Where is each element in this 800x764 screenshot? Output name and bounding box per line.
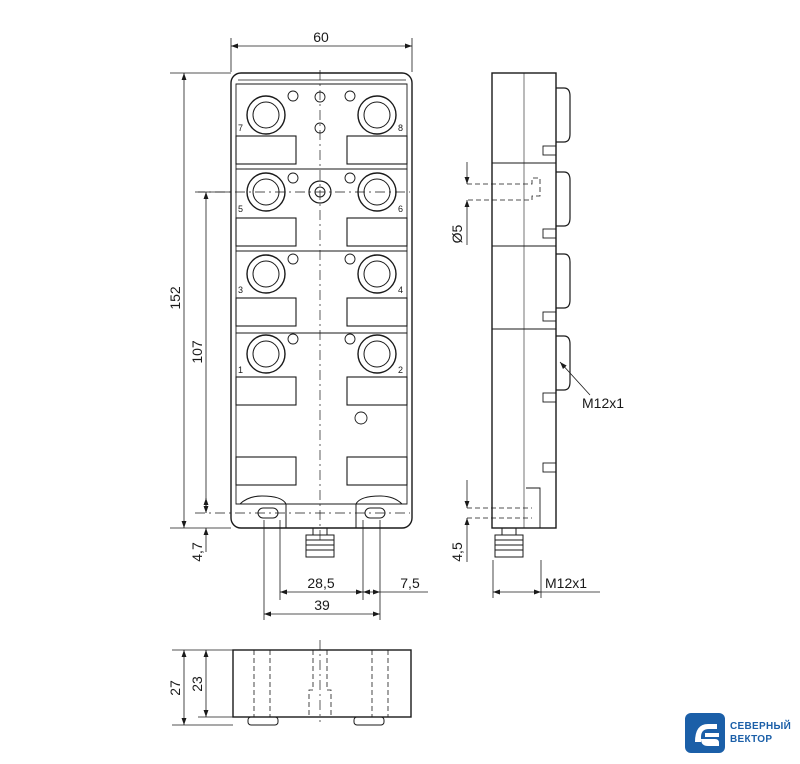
logo-line-2: ВЕКТОР: [730, 734, 773, 745]
port-number-2: 2: [398, 365, 403, 375]
dim-connector-m12-bottom: M12x1: [545, 575, 587, 591]
dimension-lines: [170, 38, 428, 620]
m12-socket-3: [246, 254, 286, 294]
port-number-8: 8: [398, 123, 403, 133]
m12-socket-4: [357, 254, 397, 294]
panel-bottom: [235, 332, 408, 505]
dim-height-total: 152: [167, 286, 183, 310]
feet: [247, 716, 385, 726]
dim-depth-total: 27: [167, 680, 183, 696]
port-number-4: 4: [398, 285, 403, 295]
side-m12-connectors: [556, 87, 571, 391]
dim-connector-m12: M12x1: [582, 395, 624, 411]
dim-height-holes: 107: [189, 340, 205, 364]
company-logo: СЕВЕРНЫЙ ВЕКТОР: [684, 712, 800, 756]
port-number-3: 3: [238, 285, 243, 295]
bottom-body-outline: [232, 649, 412, 718]
side-dimension-lines: [464, 162, 600, 598]
bottom-dimension-lines: [172, 649, 233, 726]
mounting-tabs: [239, 495, 403, 528]
dim-width-top: 60: [313, 29, 329, 45]
port-number-5: 5: [238, 204, 243, 214]
dim-depth-body: 23: [189, 676, 205, 692]
m12-socket-5: [246, 172, 286, 212]
dim-hole-diameter: Ø5: [449, 224, 465, 243]
m12-socket-1: [246, 334, 286, 374]
dim-slot-width: 7,5: [400, 575, 420, 591]
bottom-view: [232, 640, 412, 726]
side-bottom-connector: [494, 527, 524, 558]
center-mount-hole: [308, 180, 332, 204]
logo-mark-icon: [685, 713, 725, 753]
front-view: [195, 70, 413, 558]
m12-socket-8: [357, 95, 397, 135]
dim-offset-bottom: 4,7: [189, 542, 205, 562]
port-number-7: 7: [238, 123, 243, 133]
m12-socket-2: [357, 334, 397, 374]
logo-line-1: СЕВЕРНЫЙ: [730, 721, 792, 732]
label-fields: [235, 135, 408, 486]
dim-outer-width: 39: [314, 597, 330, 613]
front-body-outline: [230, 72, 413, 529]
port-number-1: 1: [238, 365, 243, 375]
port-number-6: 6: [398, 204, 403, 214]
m12-socket-7: [246, 95, 286, 135]
dim-side-offset: 4,5: [449, 542, 465, 562]
bottom-connector: [305, 527, 335, 558]
led-indicators: [287, 90, 368, 425]
dim-hole-spacing: 28,5: [307, 575, 334, 591]
m12-socket-6: [357, 172, 397, 212]
side-view: [467, 72, 571, 558]
